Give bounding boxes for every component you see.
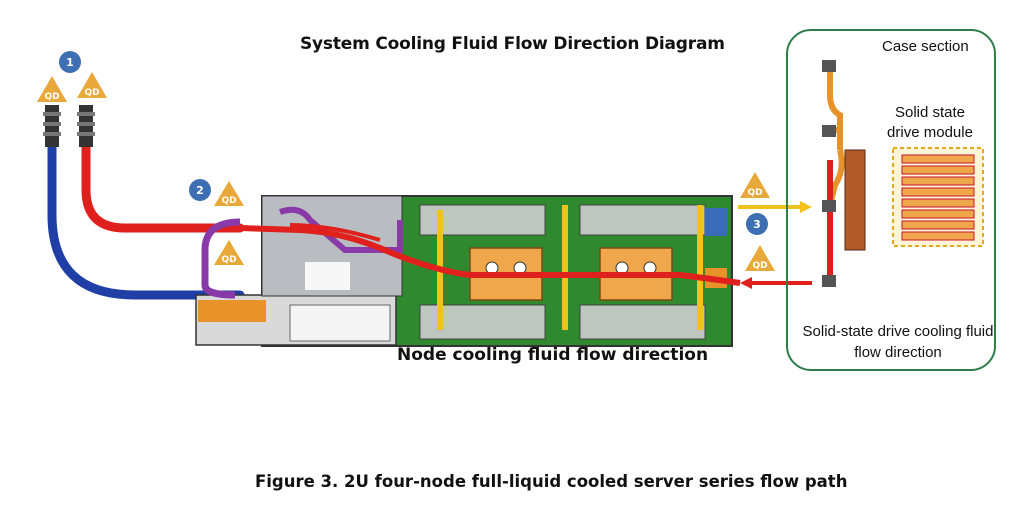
diagram-title: System Cooling Fluid Flow Direction Diag…	[300, 34, 725, 54]
svg-text:2: 2	[196, 184, 204, 197]
svg-text:1: 1	[66, 56, 74, 69]
ssd-flow-label: Solid-state drive cooling fluid flow dir…	[802, 323, 994, 361]
step-1-badge: 1	[59, 51, 81, 73]
svg-text:QD: QD	[752, 261, 767, 271]
ssd-manifold	[822, 60, 866, 287]
qd-warning-icon: QD	[740, 172, 770, 198]
server-node-chassis	[195, 195, 733, 347]
svg-text:QD: QD	[221, 255, 236, 265]
inlet-outlet-hoses	[43, 105, 245, 300]
ssd-module-label: Solid state drive module	[887, 104, 973, 141]
qd-warning-icon: QD	[37, 76, 67, 102]
case-section-frame	[786, 29, 996, 371]
qd-warning-icon: QD	[745, 245, 775, 271]
svg-text:QD: QD	[44, 92, 59, 102]
step-2-badge: 2	[189, 179, 211, 201]
qd-warning-icon: QD	[214, 181, 244, 206]
qd-warning-icon: QD	[214, 240, 244, 265]
purple-return-pipe	[201, 206, 403, 299]
flow-arrows	[738, 201, 812, 289]
figure-caption: Figure 3. 2U four-node full-liquid coole…	[255, 472, 848, 491]
case-section-title: Case section	[882, 38, 969, 55]
svg-text:QD: QD	[84, 88, 99, 98]
red-supply-pipe	[239, 223, 741, 286]
qd-warning-icon: QD	[77, 72, 107, 98]
ssd-module	[892, 147, 984, 247]
step-3-badge: 3	[746, 213, 768, 235]
svg-text:QD: QD	[221, 196, 236, 206]
node-flow-label: Node cooling fluid flow direction	[397, 345, 709, 365]
svg-text:3: 3	[753, 218, 761, 231]
svg-text:QD: QD	[747, 188, 762, 198]
